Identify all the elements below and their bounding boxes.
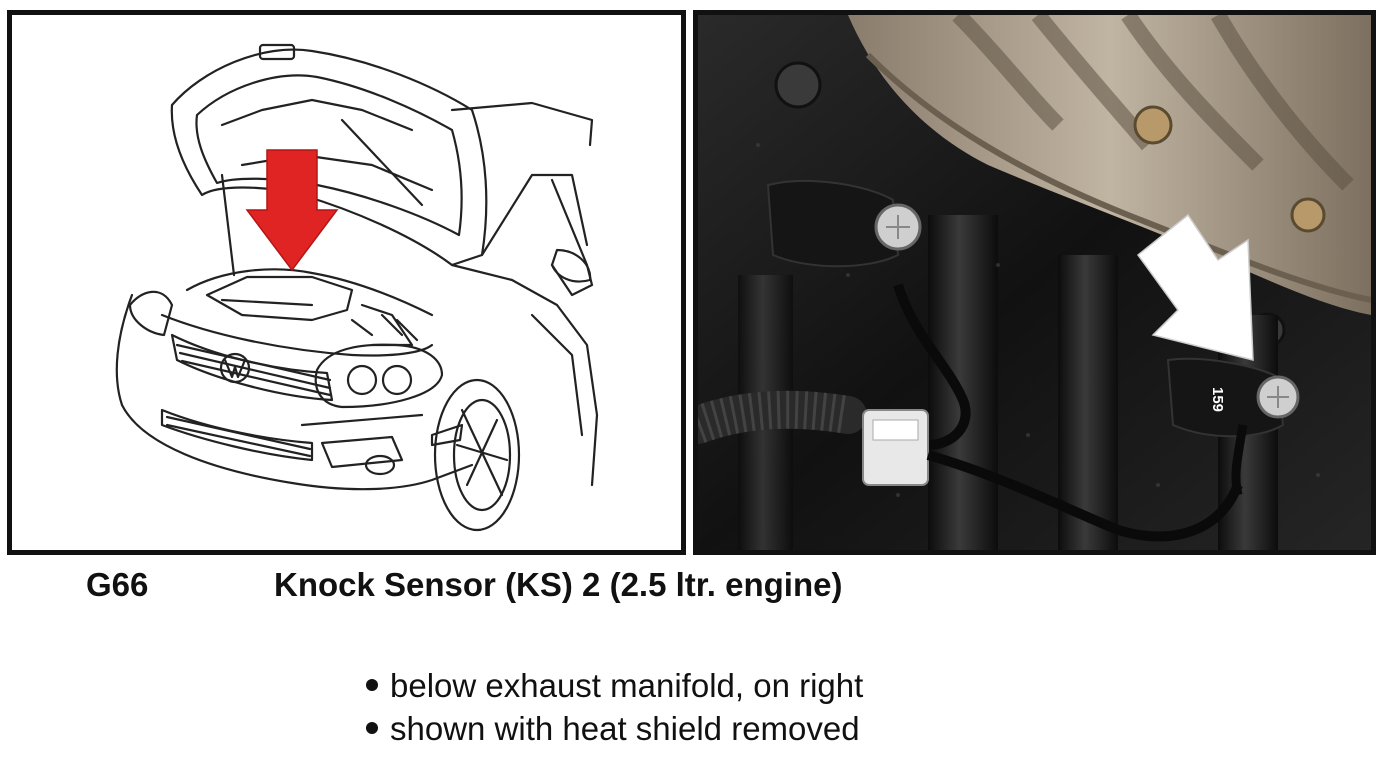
note-text: shown with heat shield removed (390, 710, 860, 747)
car-line-drawing (115, 43, 599, 532)
component-code: G66 (86, 566, 149, 603)
location-notes: below exhaust manifold, on right shown w… (366, 664, 863, 750)
engine-photo-panel: 159 (693, 10, 1376, 555)
note-item: below exhaust manifold, on right (366, 664, 863, 707)
bullet-icon (366, 722, 378, 735)
note-text: below exhaust manifold, on right (390, 667, 864, 704)
locator-arrow-white (1136, 213, 1254, 361)
car-illustration-panel (7, 10, 686, 555)
sensor-label-text: 159 (1209, 387, 1226, 412)
component-title: Knock Sensor (KS) 2 (2.5 ltr. engine) (274, 566, 843, 603)
note-item: shown with heat shield removed (366, 707, 863, 750)
bullet-icon (366, 679, 378, 692)
locator-arrow-red (245, 149, 339, 272)
engine-photo: 159 (698, 15, 1371, 550)
